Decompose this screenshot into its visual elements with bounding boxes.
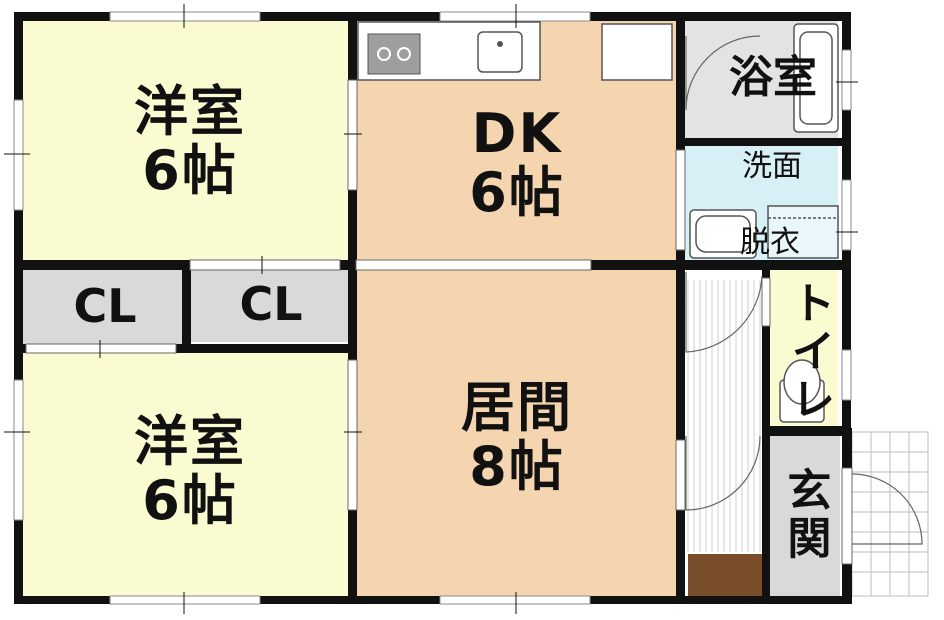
closet-left-floor [22,270,182,346]
porch-grid [851,431,929,597]
western-room-bottom-size: 6帖 [142,469,238,533]
washroom-label-top: 洗面 [742,149,802,184]
refrigerator [601,23,673,81]
bath-fixtures [793,23,839,133]
western-room-top-label: 洋室 6帖 [110,82,270,201]
toilet-fixture [779,359,825,423]
entrance-floor [770,436,840,598]
dk-name: DK [471,102,563,165]
floor-step [688,554,764,596]
windows [13,11,852,605]
washing-machine-space [767,205,839,259]
closet-right-floor [190,270,348,342]
doors [25,79,853,565]
washroom-label-bottom: 脱衣 [740,225,800,260]
western-room-top-floor [22,20,350,264]
washroom-fixtures [689,205,839,259]
entrance-label: 玄関 [779,467,831,563]
western-room-top-size: 6帖 [142,139,238,203]
western-room-bottom-name: 洋室 [134,410,246,473]
western-room-bottom-floor [22,352,350,598]
dk-label: DK 6帖 [432,104,602,223]
toilet-label: トイレ [783,280,835,424]
bath-label: 浴室 [729,52,817,103]
sink [477,31,523,73]
wall-ticks [4,4,858,614]
living-name: 居間 [461,376,573,439]
dk-size: 6帖 [469,161,565,225]
kitchen-fixtures [357,21,673,81]
hallway-flooring-lines [687,280,761,552]
closet-right-label: CL [239,277,303,331]
living-size: 8帖 [469,435,565,499]
living-label: 居間 8帖 [432,378,602,497]
closet-left-label: CL [73,279,137,333]
western-room-bottom-label: 洋室 6帖 [110,412,270,531]
western-room-top-name: 洋室 [134,80,246,143]
living-floor [356,270,678,598]
door-swings [685,35,923,545]
stove [367,33,421,75]
